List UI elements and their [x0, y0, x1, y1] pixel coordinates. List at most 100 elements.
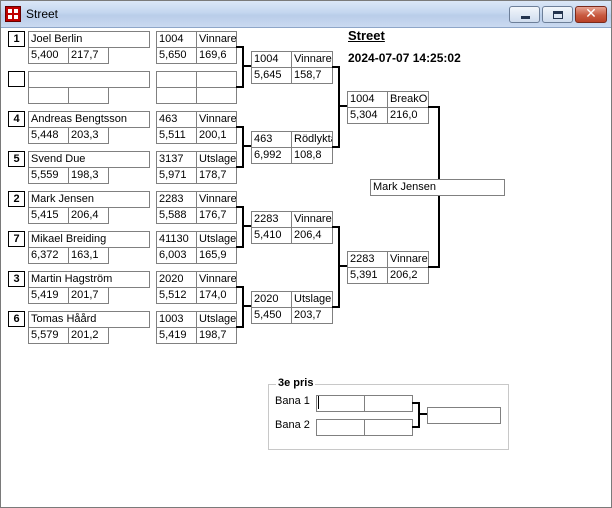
et-field[interactable]: 5,971	[156, 167, 197, 184]
result-field[interactable]: Vinnare	[196, 31, 237, 48]
racer-time-field[interactable]: 5,415	[28, 207, 69, 224]
speed-field[interactable]: 203,7	[291, 307, 333, 324]
result-field[interactable]: BreakOut	[387, 91, 429, 108]
close-button[interactable]: ✕	[575, 6, 607, 23]
racer-name-field[interactable]: Mikael Breiding	[28, 231, 150, 248]
bracket-connector	[412, 426, 420, 428]
seed-number	[8, 71, 25, 87]
racer-speed-field[interactable]: 203,3	[68, 127, 109, 144]
speed-field[interactable]	[196, 87, 237, 104]
racer-name-field[interactable]: Martin Hagström	[28, 271, 150, 288]
winner-field[interactable]: Mark Jensen	[370, 179, 505, 196]
minimize-button[interactable]	[509, 6, 540, 23]
racer-name-field[interactable]: Mark Jensen	[28, 191, 150, 208]
racer-time-field[interactable]: 5,579	[28, 327, 69, 344]
speed-field[interactable]: 178,7	[196, 167, 237, 184]
maximize-icon	[553, 11, 563, 19]
bracket-connector	[332, 66, 340, 68]
et-field[interactable]: 5,511	[156, 127, 197, 144]
result-field[interactable]: Utslagen	[291, 291, 333, 308]
et-field[interactable]: 6,992	[251, 147, 292, 164]
result-field[interactable]: Vinnare	[291, 211, 333, 228]
speed-field[interactable]: 200,1	[196, 127, 237, 144]
racer-speed-field[interactable]: 206,4	[68, 207, 109, 224]
speed-field[interactable]: 165,9	[196, 247, 237, 264]
lane-2-racer-field[interactable]	[316, 419, 365, 436]
speed-field[interactable]: 158,7	[291, 67, 333, 84]
result-field[interactable]: Vinnare	[196, 271, 237, 288]
result-field[interactable]: Vinnare	[387, 251, 429, 268]
et-field[interactable]: 5,391	[347, 267, 388, 284]
et-field[interactable]: 5,588	[156, 207, 197, 224]
racer-name-field[interactable]: Andreas Bengtsson	[28, 111, 150, 128]
racer-time-field[interactable]: 5,400	[28, 47, 69, 64]
car-number-field[interactable]: 2020	[156, 271, 197, 288]
et-field[interactable]: 5,512	[156, 287, 197, 304]
racer-speed-field[interactable]: 201,2	[68, 327, 109, 344]
racer-name-field[interactable]: Tomas Håård	[28, 311, 150, 328]
racer-name-field[interactable]: Svend Due	[28, 151, 150, 168]
racer-name-field[interactable]: Joel Berlin	[28, 31, 150, 48]
car-number-field[interactable]: 1004	[156, 31, 197, 48]
seed-number: 7	[8, 231, 25, 247]
result-field[interactable]	[196, 71, 237, 88]
car-number-field[interactable]: 1004	[251, 51, 292, 68]
car-number-field[interactable]: 1004	[347, 91, 388, 108]
result-field[interactable]: Utslagen	[196, 231, 237, 248]
result-field[interactable]: Utslagen	[196, 311, 237, 328]
speed-field[interactable]: 198,7	[196, 327, 237, 344]
result-field[interactable]: Utslagen	[196, 151, 237, 168]
result-field[interactable]: Vinnare	[196, 111, 237, 128]
car-number-field[interactable]: 2020	[251, 291, 292, 308]
racer-time-field[interactable]: 5,419	[28, 287, 69, 304]
car-number-field[interactable]: 463	[251, 131, 292, 148]
speed-field[interactable]: 174,0	[196, 287, 237, 304]
et-field[interactable]	[156, 87, 197, 104]
racer-speed-field[interactable]	[68, 87, 109, 104]
third-place-winner-field[interactable]	[427, 407, 501, 424]
maximize-button[interactable]	[542, 6, 573, 23]
car-number-field[interactable]: 463	[156, 111, 197, 128]
et-field[interactable]: 5,645	[251, 67, 292, 84]
car-number-field[interactable]: 41130	[156, 231, 197, 248]
racer-speed-field[interactable]: 201,7	[68, 287, 109, 304]
title-bar[interactable]: Street ✕	[1, 1, 611, 28]
car-number-field[interactable]: 2283	[347, 251, 388, 268]
bracket-connector	[236, 206, 244, 208]
speed-field[interactable]: 206,2	[387, 267, 429, 284]
racer-time-field[interactable]	[28, 87, 69, 104]
racer-time-field[interactable]: 5,559	[28, 167, 69, 184]
et-field[interactable]: 5,304	[347, 107, 388, 124]
et-field[interactable]: 5,410	[251, 227, 292, 244]
racer-time-field[interactable]: 5,448	[28, 127, 69, 144]
speed-field[interactable]: 216,0	[387, 107, 429, 124]
car-number-field[interactable]: 1003	[156, 311, 197, 328]
et-field[interactable]: 5,450	[251, 307, 292, 324]
racer-speed-field[interactable]: 217,7	[68, 47, 109, 64]
racer-time-field[interactable]: 6,372	[28, 247, 69, 264]
lane-2-result-field[interactable]	[364, 419, 413, 436]
car-number-field[interactable]	[156, 71, 197, 88]
lane-1-result-field[interactable]	[364, 395, 413, 412]
result-field[interactable]: Rödlykta	[291, 131, 333, 148]
result-field[interactable]: Vinnare	[196, 191, 237, 208]
et-field[interactable]: 5,419	[156, 327, 197, 344]
bracket-connector	[242, 225, 252, 227]
close-icon: ✕	[585, 6, 597, 22]
speed-field[interactable]: 108,8	[291, 147, 333, 164]
lane-1-racer-field[interactable]	[316, 395, 365, 412]
bracket-connector	[242, 286, 244, 328]
car-number-field[interactable]: 3137	[156, 151, 197, 168]
racer-name-field[interactable]	[28, 71, 150, 88]
racer-speed-field[interactable]: 163,1	[68, 247, 109, 264]
et-field[interactable]: 5,650	[156, 47, 197, 64]
speed-field[interactable]: 169,6	[196, 47, 237, 64]
result-field[interactable]: Vinnare	[291, 51, 333, 68]
et-field[interactable]: 6,003	[156, 247, 197, 264]
speed-field[interactable]: 206,4	[291, 227, 333, 244]
speed-field[interactable]: 176,7	[196, 207, 237, 224]
car-number-field[interactable]: 2283	[251, 211, 292, 228]
racer-speed-field[interactable]: 198,3	[68, 167, 109, 184]
car-number-field[interactable]: 2283	[156, 191, 197, 208]
bracket-connector	[338, 265, 347, 267]
